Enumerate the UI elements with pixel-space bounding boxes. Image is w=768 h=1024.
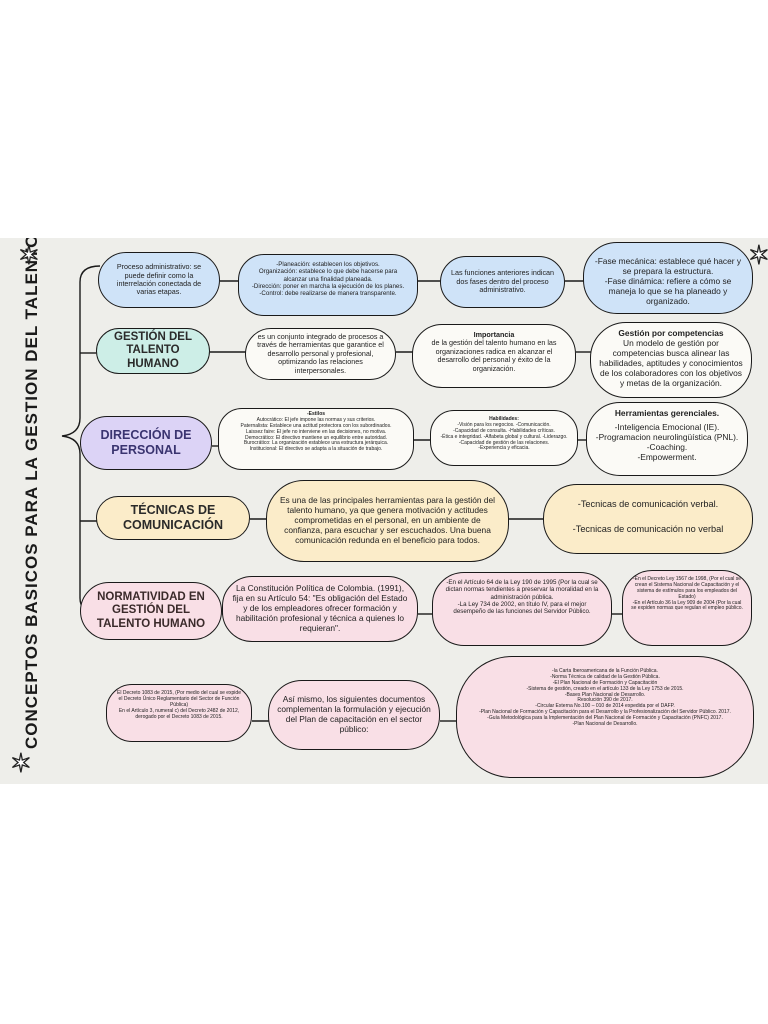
star-icon: ✶ (9, 748, 32, 778)
herramientas-gerenciales-node: Herramientas gerenciales. -Inteligencia … (586, 402, 748, 476)
mind-map-canvas: CONCEPTOS BASICOS PARA LA GESTION DEL TA… (0, 238, 768, 784)
star-icon: ✶ (17, 240, 40, 270)
gestion-talento-humano-node: GESTIÓN DEL TALENTO HUMANO (96, 328, 210, 374)
decreto-1083-node: El Decreto 1083 de 2015, (Por medio del … (106, 684, 252, 742)
decreto-1567-ley-909-node: -En el Decreto Ley 1567 de 1998, (Por el… (622, 570, 752, 646)
star-icon: ✶ (747, 240, 768, 270)
tecnicas-verbal-no-verbal-node: -Tecnicas de comunicación verbal. -Tecni… (543, 484, 753, 554)
normatividad-node: NORMATIVIDAD EN GESTIÓN DEL TALENTO HUMA… (80, 582, 222, 640)
vertical-title: CONCEPTOS BASICOS PARA LA GESTION DEL TA… (22, 238, 41, 749)
funciones-node: -Planeación: establecen los objetivos. O… (238, 254, 418, 316)
fases-node: Las funciones anteriores indican dos fas… (440, 256, 565, 308)
gestion-competencias-node: Gestión por competencias Un modelo de ge… (590, 322, 752, 398)
constitucion-node: La Constitución Política de Colombia. (1… (222, 576, 418, 642)
proceso-administrativo-node: Proceso administrativo: se puede definir… (98, 252, 220, 308)
documentos-complementarios-node: Así mismo, los siguientes documentos com… (268, 680, 440, 750)
fase-mecanica-dinamica-node: -Fase mecánica: establece qué hacer y se… (583, 242, 753, 314)
ley-190-734-node: -En el Artículo 64 de la Ley 190 de 1995… (432, 572, 612, 646)
lista-documentos-node: -la Carta Iberoamericana de la Función P… (456, 656, 754, 778)
estilos-node: -Estilos Autocrático: El jefe impone las… (218, 408, 414, 470)
comunicacion-descripcion-node: Es una de las principales herramientas p… (266, 480, 509, 562)
habilidades-node: Habilidades: -Visión para los negocios. … (430, 410, 578, 466)
direccion-personal-node: DIRECCIÓN DE PERSONAL (80, 416, 212, 470)
tecnicas-comunicacion-node: TÉCNICAS DE COMUNICACIÓN (96, 496, 250, 540)
definicion-gth-node: es un conjunto integrado de procesos a t… (245, 328, 396, 380)
importancia-node: Importancia de la gestión del talento hu… (412, 324, 576, 388)
